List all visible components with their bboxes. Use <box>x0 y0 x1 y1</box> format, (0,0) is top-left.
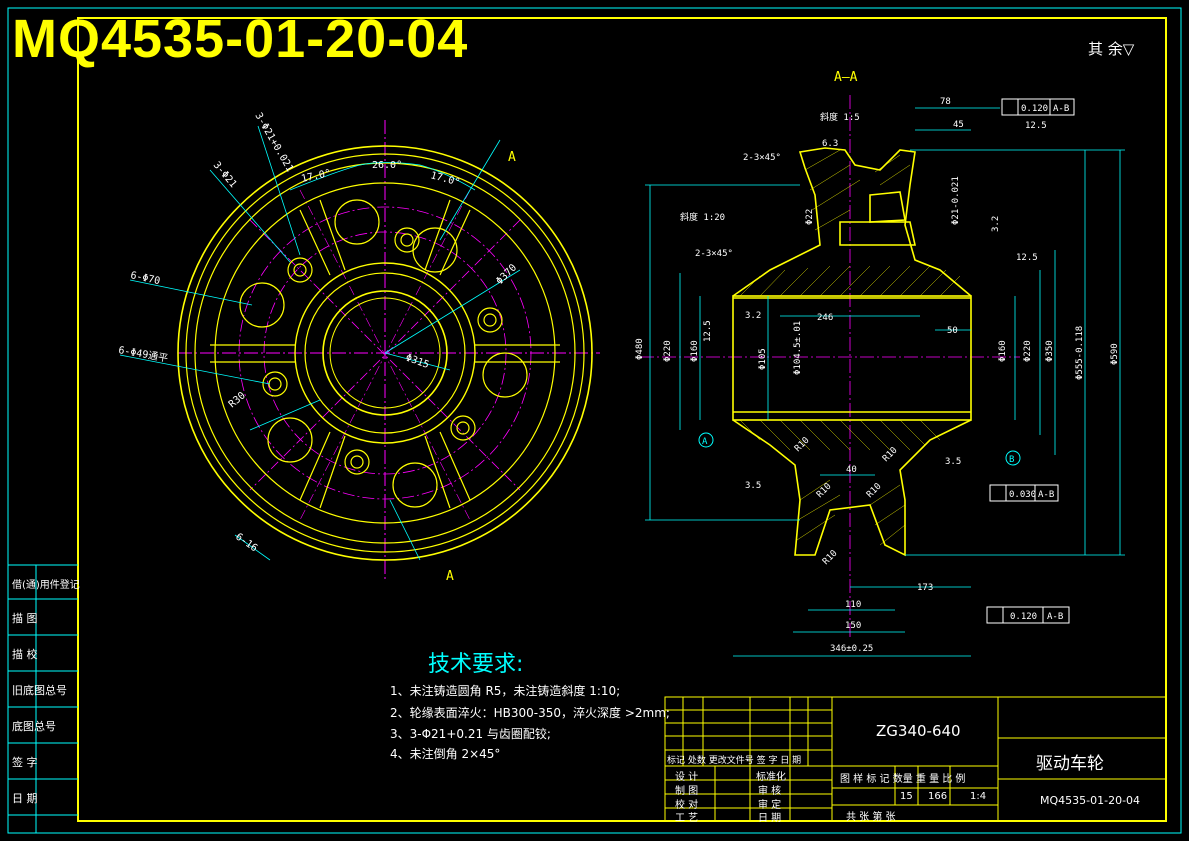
section-view <box>640 95 1125 657</box>
dim-sec-28: R10 <box>793 436 812 455</box>
dim-sec-2: 45 <box>953 120 964 130</box>
dim-front-4: 6-Φ49通平 <box>117 344 168 365</box>
dim-sec-26: 12.5 <box>703 320 713 342</box>
drawing-number-title: MQ4535-01-20-04 <box>12 9 469 69</box>
dim-sec-46: 12.5 <box>1016 253 1038 263</box>
dim-sec-10: Φ220 <box>663 340 673 362</box>
dim-sec-32: R10 <box>821 549 840 568</box>
dim-front-5: 26.0° <box>372 160 402 171</box>
side-item-3: 描 校 <box>12 648 38 661</box>
dim-sec-6: 2-3×45° <box>695 249 733 259</box>
weight-value: 166 <box>928 791 948 802</box>
dim-sec-31: R10 <box>865 482 884 501</box>
dim-sec-4: 2-3×45° <box>743 153 781 163</box>
dim-sec-33: 0.120 <box>1021 104 1048 114</box>
dim-sec-16: Φ350 <box>1045 340 1055 362</box>
drawing-number: MQ4535-01-20-04 <box>1040 794 1141 807</box>
revision-header: 标记 处数 更改文件号 签 字 日 期 <box>667 756 802 766</box>
front-view <box>119 120 600 580</box>
dim-sec-17: Φ555-0.118 <box>1075 326 1085 380</box>
dim-sec-36: A-B <box>1038 490 1054 500</box>
dim-front-3: 6-Φ70 <box>129 270 161 287</box>
dim-sec-3: 斜度 1:5 <box>820 111 860 123</box>
dim-front-2: 3-Φ21 <box>211 160 239 190</box>
dim-sec-19: 40 <box>846 465 857 475</box>
section-title: A—A <box>834 70 858 85</box>
dim-sec-35: 0.030 <box>1009 490 1036 500</box>
row-date: 日 期 <box>758 813 782 824</box>
row-draw: 制 图 <box>675 786 699 797</box>
dim-sec-40: B <box>1009 455 1014 465</box>
dim-front-1: 3-Φ21+0.021 <box>252 111 295 174</box>
row-process: 工 艺 <box>675 813 699 824</box>
side-column <box>8 564 78 833</box>
roughness-note: 其 余▽ <box>1088 40 1135 58</box>
dim-sec-44: 3.2 <box>991 216 1001 232</box>
scale-value: 1:4 <box>970 791 987 802</box>
dim-front-10: R30 <box>227 390 248 410</box>
dim-sec-38: A-B <box>1047 612 1063 622</box>
dim-sec-20: 3.5 <box>745 481 761 491</box>
dim-sec-29: R10 <box>881 446 900 465</box>
row-review: 审 核 <box>758 786 782 797</box>
dim-front-8: Φ370 <box>494 262 519 287</box>
dim-sec-34: A-B <box>1053 104 1069 114</box>
dim-sec-22: 110 <box>845 600 861 610</box>
section-mark-bottom: A <box>446 569 454 584</box>
title-block <box>664 696 1167 822</box>
tech-requirement-3: 3、3-Φ21+0.21 与齿圈配铰; <box>390 727 551 741</box>
dim-front-11: 6-16 <box>233 531 259 554</box>
dim-sec-12: Φ105 <box>758 348 768 370</box>
dim-sec-39: A <box>702 437 708 447</box>
dim-sec-14: Φ220 <box>1023 340 1033 362</box>
dim-sec-13: Φ104.5±.01 <box>793 321 803 375</box>
dim-sec-27: 3.2 <box>745 311 761 321</box>
dim-sec-23: 150 <box>845 621 861 631</box>
drawing-frame <box>77 17 1167 822</box>
dim-sec-24: 173 <box>917 583 933 593</box>
row-approve: 审 定 <box>758 800 782 811</box>
dim-sec-42: Φ21-0.021 <box>951 176 961 225</box>
sheets-row: 共 张 第 张 <box>846 812 896 823</box>
technical-requirements-title: 技术要求: <box>428 652 524 677</box>
row-std: 标准化 <box>756 772 786 783</box>
side-item-7: 日 期 <box>12 792 38 805</box>
dim-sec-45: 6.3 <box>822 139 838 149</box>
dim-sec-5: 斜度 1:20 <box>680 211 725 223</box>
dim-sec-37: 0.120 <box>1010 612 1037 622</box>
dim-front-9: Φ315 <box>404 352 430 371</box>
column-headers: 图 样 标 记 数量 重 量 比 例 <box>840 774 966 785</box>
row-design: 设 计 <box>675 772 699 783</box>
dim-sec-9: Φ480 <box>635 338 645 360</box>
dim-sec-7: 246 <box>817 313 833 323</box>
part-name: 驱动车轮 <box>1036 754 1104 774</box>
section-mark-top: A <box>508 150 516 165</box>
tech-requirement-4: 4、未注倒角 2×45° <box>390 747 501 761</box>
side-item-5: 底图总号 <box>12 720 56 733</box>
dim-front-7: 17.0° <box>429 170 461 188</box>
dim-sec-1: 78 <box>940 97 951 107</box>
dim-sec-18: Φ590 <box>1110 343 1120 365</box>
quantity-value: 15 <box>900 791 913 802</box>
dim-sec-25: 346±0.25 <box>830 644 873 654</box>
material-label: ZG340-640 <box>876 722 961 740</box>
side-item-1: 借(通)用件登记 <box>12 580 80 591</box>
tech-requirement-2: 2、轮缘表面淬火：HB300-350，淬火深度 >2mm; <box>390 706 670 720</box>
dim-sec-21: 3.5 <box>945 457 961 467</box>
dim-sec-8: 50 <box>947 326 958 336</box>
side-item-6: 签 字 <box>12 756 38 769</box>
dim-sec-41: Φ22 <box>805 209 815 225</box>
dim-sec-15: Φ160 <box>998 340 1008 362</box>
side-item-4: 旧底图总号 <box>12 684 67 697</box>
tech-requirement-1: 1、未注铸造圆角 R5，未注铸造斜度 1:10; <box>390 684 621 698</box>
side-item-2: 描 图 <box>12 612 38 625</box>
dim-sec-43: 12.5 <box>1025 121 1047 131</box>
row-check: 校 对 <box>675 800 699 811</box>
dim-sec-30: R10 <box>815 482 834 501</box>
dim-sec-11: Φ160 <box>690 340 700 362</box>
